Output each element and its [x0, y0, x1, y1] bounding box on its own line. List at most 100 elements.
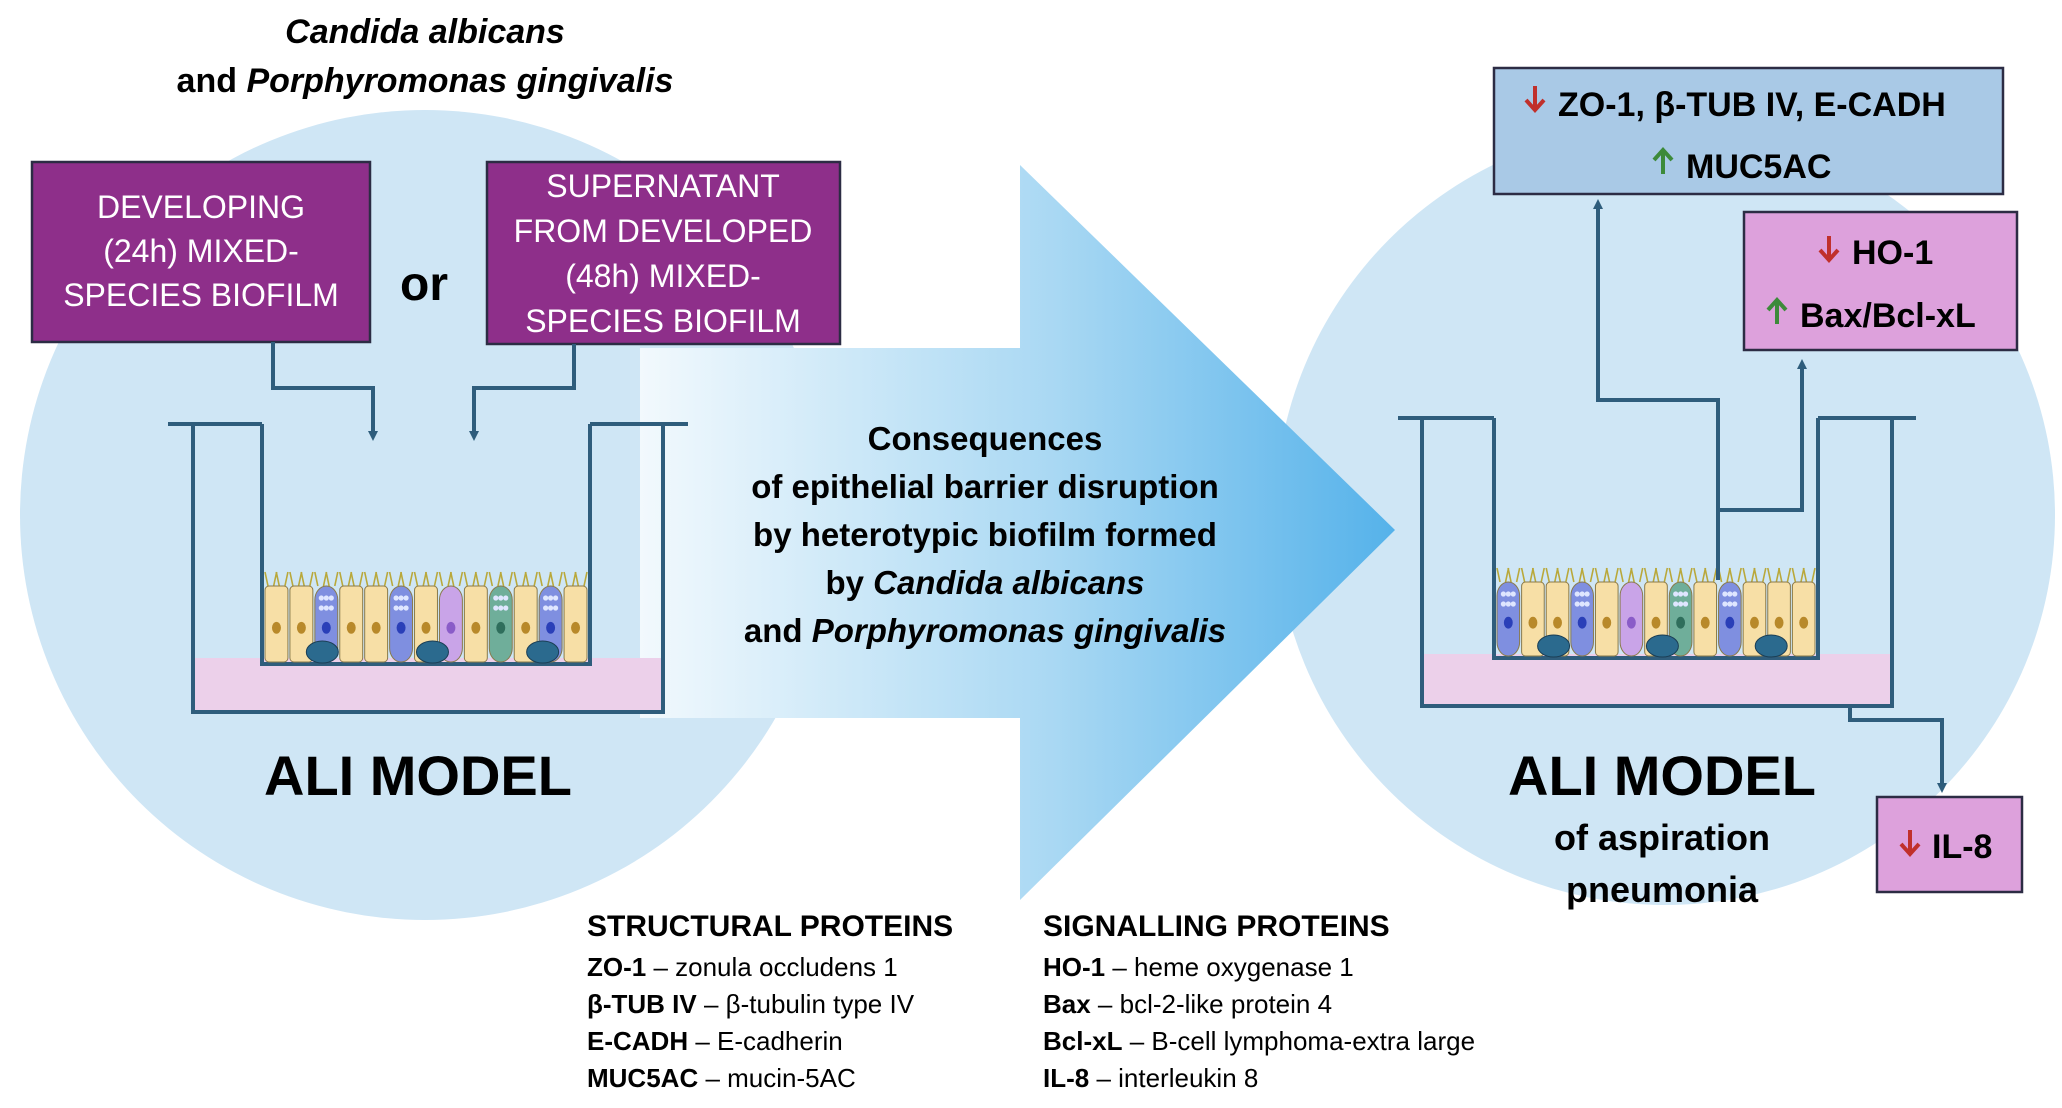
cilium [513, 571, 519, 587]
cilium [333, 571, 339, 587]
cilium [400, 571, 405, 587]
mucus-granule [1673, 591, 1679, 597]
mucus-granule [1732, 591, 1738, 597]
mucus-granule [1574, 601, 1580, 607]
cilium [314, 571, 319, 587]
structural-up-text: MUC5AC [1686, 148, 1831, 186]
cilium [458, 571, 464, 587]
cell-nucleus [1774, 616, 1784, 629]
connector-to-il8-box [1848, 706, 1947, 793]
mucus-granule [1505, 591, 1511, 597]
cell-nucleus [1651, 616, 1661, 629]
mucus-granule [1510, 591, 1516, 597]
cell-nucleus [396, 621, 406, 634]
cilium [1704, 567, 1709, 583]
cilium [1811, 567, 1816, 583]
structural-legend-item: MUC5AC – mucin-5AC [587, 1063, 856, 1093]
cilium [325, 571, 330, 587]
mucus-granule [1727, 591, 1733, 597]
right-epithelium [1496, 567, 1816, 658]
cell-nucleus [321, 621, 331, 634]
cilium [1556, 567, 1562, 583]
cilium [1728, 567, 1734, 583]
cilium [583, 571, 588, 587]
down-arrow-icon [1818, 236, 1840, 263]
basal-cell [305, 640, 339, 664]
mucus-granule [543, 605, 549, 611]
cell-nucleus [1503, 616, 1513, 629]
mucus-granule [1579, 591, 1585, 597]
supernatant-connector [469, 344, 576, 441]
cilium [1668, 567, 1674, 583]
signalling-legend-item: Bax – bcl-2-like protein 4 [1043, 989, 1332, 1019]
cilium [1565, 567, 1570, 583]
cilium [433, 571, 439, 587]
mucus-granule [1500, 591, 1506, 597]
mucus-granule [403, 605, 409, 611]
cilium [1791, 567, 1797, 583]
top-title-line2: and Porphyromonas gingivalis [177, 62, 674, 100]
mucus-granule [493, 595, 499, 601]
signal-down-text: HO-1 [1852, 234, 1933, 272]
connector-to-structural-box [1593, 199, 1720, 580]
cilium [488, 571, 494, 587]
cilium [1761, 567, 1767, 583]
cilium [1766, 567, 1772, 583]
developing-biofilm-connector [271, 342, 378, 441]
cilium [1515, 567, 1521, 583]
cell-nucleus [371, 621, 381, 634]
cilium [1594, 567, 1600, 583]
left-model-label: ALI MODEL [264, 744, 572, 807]
cilium [1638, 567, 1644, 583]
top-title-line1: Candida albicans [285, 13, 565, 51]
right-model-sub1: of aspiration [1554, 817, 1770, 858]
signalling-legend: SIGNALLING PROTEINS HO-1 – heme oxygenas… [1043, 910, 1475, 1093]
cell-nucleus [446, 621, 456, 634]
cilium [508, 571, 514, 587]
structural-legend-item: E-CADH – E-cadherin [587, 1026, 843, 1056]
process-arrow [640, 165, 1395, 900]
left-membrane [193, 658, 663, 710]
center-line3: by heterotypic biofilm formed [753, 516, 1217, 553]
signalling-proteins-box [1742, 210, 2019, 352]
cell-nucleus [1602, 616, 1612, 629]
cilium [438, 571, 444, 587]
mucus-granule [498, 595, 504, 601]
mucus-granule [553, 595, 559, 601]
mucus-granule [548, 605, 554, 611]
basal-cell [526, 640, 560, 664]
basal-cell [1645, 634, 1679, 658]
supernatant-line4: SPECIES BIOFILM [525, 303, 801, 339]
cilium [388, 571, 394, 587]
cilium [408, 571, 414, 587]
mucus-granule [1727, 601, 1733, 607]
cilium [1531, 567, 1537, 583]
center-line5: and Porphyromonas gingivalis [744, 612, 1226, 649]
mucus-granule [543, 595, 549, 601]
center-line2: of epithelial barrier disruption [751, 468, 1219, 505]
cell-nucleus [271, 621, 281, 634]
up-arrow-icon [1652, 147, 1674, 174]
cilium [1688, 567, 1693, 583]
cell-nucleus [1725, 616, 1735, 629]
mucus-granule [1574, 591, 1580, 597]
cell-nucleus [546, 621, 556, 634]
center-description: Consequences of epithelial barrier disru… [744, 420, 1226, 649]
cilium [338, 571, 344, 587]
developing-biofilm-line2: (24h) MIXED- [103, 233, 299, 269]
mucus-granule [1678, 591, 1684, 597]
cell-nucleus [1626, 616, 1636, 629]
basal-cell [1754, 634, 1788, 658]
cilium [1643, 567, 1649, 583]
cilium [524, 571, 530, 587]
signalling-legend-item: Bcl-xL – B-cell lymphoma-extra large [1043, 1026, 1475, 1056]
structural-legend-item: β-TUB IV – β-tubulin type IV [587, 989, 915, 1019]
cell-nucleus [1700, 616, 1710, 629]
mucus-granule [398, 595, 404, 601]
cilium [1589, 567, 1595, 583]
mucus-granule [328, 595, 334, 601]
mucus-granule [398, 605, 404, 611]
cilium [1742, 567, 1747, 583]
cell-nucleus [471, 621, 481, 634]
